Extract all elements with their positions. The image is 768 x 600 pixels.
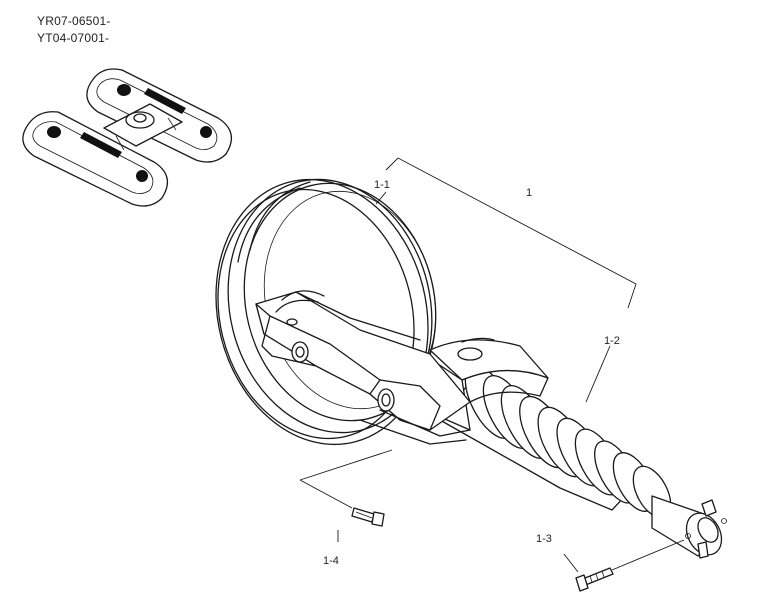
serial-line-2: YT04-07001-: [37, 31, 110, 45]
callout-recoil-spring: 1-2: [604, 335, 620, 347]
serial-range-header: YR07-06501- YT04-07001-: [37, 13, 111, 47]
callout-bolt-large: 1-4: [323, 555, 339, 567]
recoil-spring-bellows: [439, 365, 672, 519]
leader-lines: [299, 157, 685, 573]
bolt-small: [575, 567, 614, 592]
undercarriage-thumbnail: [22, 68, 233, 207]
callout-assembly: 1: [526, 187, 532, 199]
idler-assembly: [215, 178, 727, 559]
callout-idler: 1-1: [374, 179, 390, 191]
callout-bolt-small: 1-3: [536, 533, 552, 545]
shaft-end: [651, 495, 727, 559]
serial-line-1: YR07-06501-: [37, 14, 111, 28]
idler-hub: [275, 290, 325, 313]
bolt-large: [351, 507, 385, 527]
